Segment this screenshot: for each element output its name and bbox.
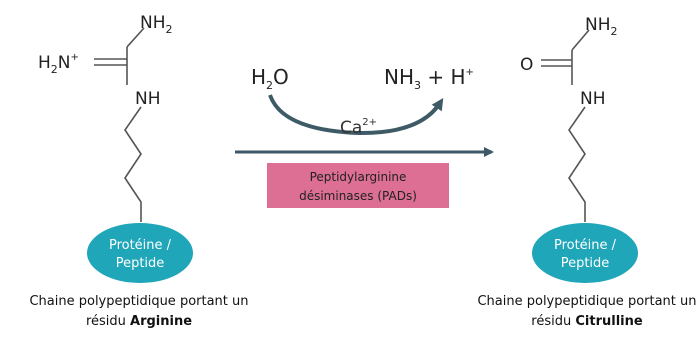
enzyme-line1: Peptidylarginine [310, 170, 407, 184]
calcium-label: Ca2+ [340, 117, 377, 138]
arg-h2n-label: H2N+ [38, 52, 79, 76]
cit-protein-pill [532, 223, 638, 283]
arg-caption-line1: Chaine polypeptidique portant un [29, 294, 248, 309]
cit-o-label: O [520, 55, 533, 75]
enzyme-line2: désiminases (PADs) [299, 189, 417, 203]
cit-pill-line2: Peptide [561, 256, 610, 271]
arg-caption-line2: résidu Arginine [86, 314, 192, 329]
reaction-center: H2O NH3 + H+ Ca2+ Peptidylarginine désim… [235, 65, 494, 208]
cit-pill-line1: Protéine / [554, 238, 617, 253]
enzyme-box [267, 163, 449, 208]
arg-nh2-label: NH2 [140, 13, 173, 36]
bond-c-nh2-cit [571, 29, 590, 51]
bond-c-nh2 [126, 27, 145, 48]
water-label: H2O [251, 65, 289, 92]
cit-caption-line1: Chaine polypeptidique portant un [477, 294, 696, 309]
cit-nh-label: NH [580, 89, 606, 109]
ammonia-label: NH3 + H+ [384, 65, 474, 92]
arg-nh-label: NH [135, 89, 161, 109]
side-chain [124, 106, 142, 222]
citrulline-structure: NH2 O NH Protéine / Peptide Chaine polyp… [477, 15, 696, 329]
cit-caption-line2: résidu Citrulline [531, 314, 643, 329]
arg-pill-line1: Protéine / [109, 238, 172, 253]
side-chain-cit [568, 106, 586, 222]
arg-pill-line2: Peptide [116, 256, 165, 271]
cit-nh2-label: NH2 [585, 15, 618, 38]
arginine-structure: NH2 H2N+ NH Protéine / Peptide Chaine po… [29, 13, 248, 329]
curved-arrow [268, 94, 444, 136]
arg-protein-pill [87, 223, 193, 283]
